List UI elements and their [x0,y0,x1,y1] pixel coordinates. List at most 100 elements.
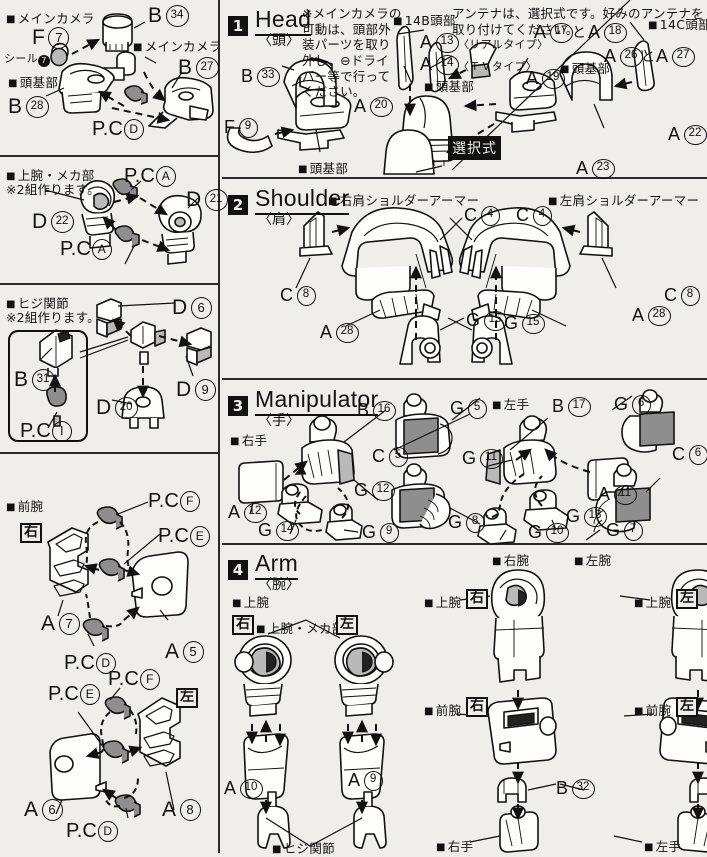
part-number: 27 [196,57,219,79]
part-letter: A [534,22,547,43]
part-letter: G [528,522,543,543]
label-left-shoulder-armor: 左肩ショルダーアーマー [548,190,699,209]
part-number: 20 [115,397,138,419]
part-code-B17: B 17 [552,396,591,417]
pc-label: P.C [108,668,139,691]
part-code-PCF-left: P.C F [108,668,160,691]
label-right-hand-2: 右手 [436,836,473,855]
section-title-jp: 〈頭〉 [258,30,300,50]
part-number: 7 [59,613,80,635]
left-marker-arm-forearm: 左 [676,697,698,717]
part-number: 18 [604,23,627,43]
part-code-B28: B 28 [8,95,49,119]
pc-ring: A [156,166,176,187]
part-code-D21: D 21 [186,188,228,212]
label-head-base-3: 頭基部 [298,158,348,177]
part-letter: C [372,446,386,467]
part-letter: G [566,506,581,527]
part-letter: A [228,502,241,523]
seal-text: シール [4,52,38,65]
part-code-G14: G 14 [258,520,299,541]
part-code-B32: B 32 [556,778,595,799]
part-number: 9 [380,523,399,543]
conjunction-1: と [572,26,586,40]
part-code-A8: A 8 [162,798,201,822]
part-letter: A [420,54,433,75]
label-head-base-4: 頭基部 [560,58,610,77]
part-code-A6: A 6 [24,798,63,822]
part-code-B16: B 16 [357,400,396,421]
part-letter: G [606,520,621,541]
right-marker-upper-arm: 右 [232,615,254,635]
part-number: 13 [436,33,459,53]
label-main-camera-2: メインカメラ [133,36,222,55]
part-letter: G [258,520,273,541]
label-right-hand: 右手 [230,430,267,449]
left-marker-upper-arm: 左 [336,615,358,635]
section-header-manipulator: 3 Manipulator 〈手〉 [228,386,378,416]
part-letter: B [357,400,370,421]
section-title-jp: 〈手〉 [258,410,300,430]
pc-ring: A [92,239,112,260]
part-number: 22 [684,125,707,145]
part-code-PCF-right: P.C F [148,490,200,513]
part-letter: G [466,310,481,331]
part-code-F9: F 9 [224,117,258,138]
label-left-hand-2: 左手 [644,836,681,855]
part-number: 5 [468,399,487,419]
part-letter: B [178,56,193,80]
panel-divider-left-1 [0,155,218,157]
part-code-A20: A 20 [354,96,393,117]
conjunction-2: と [641,50,655,64]
part-code-D20: D 20 [96,396,138,420]
label-upper-arm-mech-2: 上腕・メカ部 [256,618,345,637]
part-number: 32 [572,779,595,799]
part-number: 8 [297,286,316,306]
column-divider [218,0,220,853]
part-code-A17: A 17 [534,22,573,43]
part-letter: B [148,4,163,28]
pc-label: P.C [66,820,97,843]
part-letter: A [526,68,539,89]
pc-label: P.C [48,683,79,706]
part-letter: G [362,522,377,543]
label-upper-arm-left: 上腕 [634,592,671,611]
part-code-C6: C 6 [672,444,707,465]
part-code-A23: A 23 [576,158,615,179]
section-title-jp: 〈腕〉 [258,574,300,594]
section-number: 1 [228,16,248,36]
part-number: 7 [624,521,643,541]
part-number: 17 [568,397,591,417]
part-number: 12 [372,481,395,501]
part-code-G7: G 7 [606,520,643,541]
note-make-two-sets-1: ※2組作ります。 [6,182,100,198]
pc-ring: F [180,491,200,512]
part-letter: F [32,26,45,50]
part-code-G10: G 10 [528,522,569,543]
left-marker-forearm: 左 [176,688,198,708]
part-code-A10: A 10 [224,778,263,799]
part-code-A27: A 27 [656,46,695,67]
panel-divider-left-3 [0,452,218,454]
note-make-two-sets-2: ※2組作ります。 [6,310,100,326]
pc-label: P.C [148,490,179,513]
part-letter: B [14,368,29,392]
part-code-A28-left: A 28 [632,305,671,326]
label-main-camera-1: メインカメラ [6,8,95,27]
part-number: 22 [51,211,74,233]
part-number: 6 [42,799,63,821]
part-code-A19: A 19 [526,68,565,89]
pc-label: P.C [92,118,123,141]
part-number: 6 [191,297,212,319]
part-code-D22: D 22 [32,210,74,234]
part-letter: G [462,448,477,469]
part-number: 7 [48,27,69,49]
note-camera: ※メインカメラの 可動は、頭部外 装パーツを取り 外し、⊖ドライ バー等で行って… [302,6,402,100]
part-letter: A [224,778,237,799]
part-letter: D [176,378,192,402]
part-letter: C [464,205,478,226]
section-header-head: 1 Head 〈頭〉 [228,6,311,36]
part-letter: D [96,396,112,420]
part-number: 10 [240,779,263,799]
part-code-PCE-right: P.C E [158,525,210,548]
